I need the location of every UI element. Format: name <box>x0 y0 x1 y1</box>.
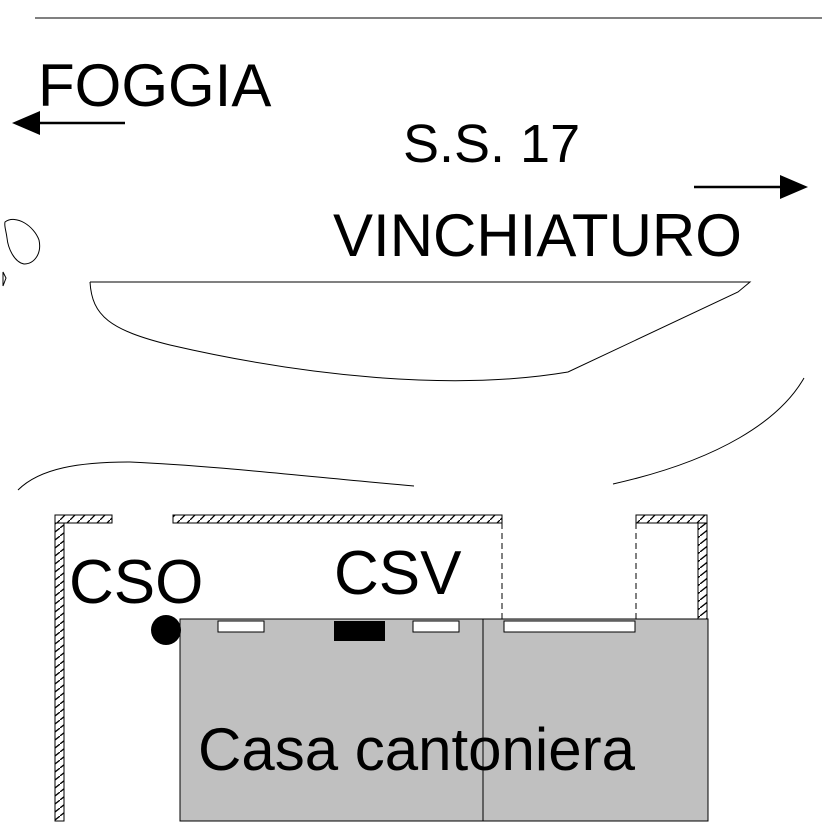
vinchiaturo-label: VINCHIATURO <box>333 202 742 269</box>
contour-blob <box>4 218 41 265</box>
arrow-left-icon <box>12 111 125 135</box>
cso-label: CSO <box>69 548 203 617</box>
road-edge-lower-left <box>17 461 415 491</box>
wall-top-left <box>54 514 113 524</box>
building-body <box>179 618 709 822</box>
csv-label: CSV <box>334 539 462 608</box>
window-opening <box>412 620 460 633</box>
cso-marker <box>151 615 181 645</box>
wall-right-vertical <box>697 522 708 620</box>
road-edge-upper <box>89 281 752 382</box>
foggia-label: FOGGIA <box>38 52 271 119</box>
road-label: S.S. 17 <box>403 114 580 174</box>
door-opening <box>503 620 636 633</box>
road-edge-lower-right <box>612 377 805 485</box>
wall-top-right <box>635 514 708 524</box>
arrow-right-icon <box>694 175 808 199</box>
wall-top-center <box>172 514 503 524</box>
building-label: Casa cantoniera <box>198 716 636 783</box>
wall-left-vertical <box>54 522 65 822</box>
contour-blob-small <box>2 271 7 287</box>
window-opening <box>217 620 265 633</box>
csv-marker <box>334 621 385 641</box>
